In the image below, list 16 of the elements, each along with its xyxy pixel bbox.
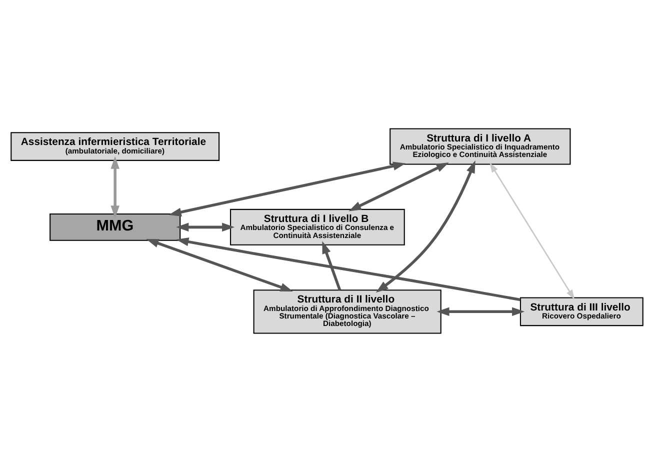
node-box: Struttura di I livello A Ambulatorio Specialistico di Inquadramento Eziologico e Continuità Assistenziale [390, 128, 571, 164]
arrow [176, 236, 521, 301]
arrow [168, 161, 406, 216]
node-box: Assistenza infermieristica Territoriale (ambulatoriale, domiciliare) [10, 132, 220, 160]
arrow [490, 162, 575, 299]
arrow [146, 238, 293, 291]
node-box: Struttura di I livello B Ambulatorio Specialistico di Consulenza e Continuità Assistenziale [230, 208, 405, 245]
node-box: MMG [50, 212, 181, 240]
arrow [176, 222, 235, 232]
node-box: Struttura di II livello Ambulatorio di Approfondimento Diagnostico Strumentale (Diagnostica Vascolare – Diabetologia) [253, 289, 442, 334]
node-box: Struttura di III livello Ricovero Ospedaliero [520, 296, 644, 326]
arrow [110, 156, 120, 218]
arrow [348, 162, 449, 211]
arrow [376, 160, 476, 292]
arrow [322, 240, 342, 290]
arrow [436, 306, 525, 316]
